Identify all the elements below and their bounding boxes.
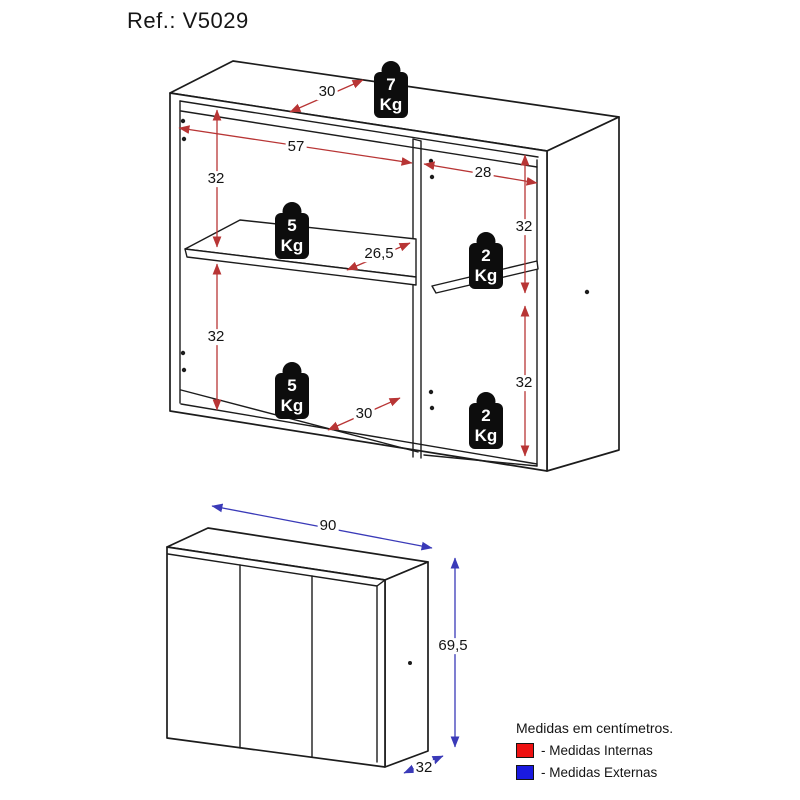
dim-label-ext-depth: 32 [413, 759, 435, 777]
legend-item-label: - Medidas Externas [541, 765, 658, 780]
weight-value: 5 [287, 216, 297, 235]
dim-label-top-depth: 30 [316, 83, 338, 101]
dim-label-left-width: 57 [285, 138, 307, 156]
cabinet-right-face [546, 116, 620, 472]
weight-icon-right-bottom: 2 Kg [469, 403, 503, 449]
weight-value: 2 [481, 246, 491, 265]
weight-value: 5 [287, 376, 297, 395]
dim-label-ext-height: 69,5 [436, 637, 470, 655]
weight-unit: Kg [379, 95, 403, 114]
legend-item-external: - Medidas Externas [516, 765, 673, 780]
dim-label-right-top-height: 32 [513, 218, 535, 236]
dim-label-left-bot-height: 32 [205, 328, 227, 346]
weight-unit: Kg [474, 426, 498, 445]
ext-right-face [384, 561, 429, 768]
weight-value: 2 [481, 406, 491, 425]
dim-label-bottom-depth: 30 [353, 405, 375, 423]
weight-icon-bottom-left: 5 Kg [275, 373, 309, 419]
dim-label-left-top-height: 32 [205, 170, 227, 188]
door-hole [408, 661, 412, 665]
weight-unit: Kg [474, 266, 498, 285]
internal-color-swatch [516, 743, 534, 758]
dim-label-ext-width: 90 [317, 517, 339, 535]
weight-unit: Kg [280, 236, 304, 255]
ext-front-face [166, 546, 386, 768]
weight-icon-top: 7 Kg [374, 72, 408, 118]
internal-view-cabinet [169, 60, 620, 472]
legend-item-label: - Medidas Internas [541, 743, 653, 758]
cabinet-front-face [169, 92, 548, 472]
weight-icon-right-shelf: 2 Kg [469, 243, 503, 289]
legend: Medidas em centímetros. - Medidas Intern… [516, 720, 673, 787]
weight-value: 7 [386, 75, 396, 94]
legend-title: Medidas em centímetros. [516, 720, 674, 736]
page-title: Ref.: V5029 [127, 8, 249, 33]
external-view-cabinet [166, 527, 429, 768]
weight-unit: Kg [280, 396, 304, 415]
dim-label-right-bot-height: 32 [513, 374, 535, 392]
dim-label-right-width: 28 [472, 164, 494, 182]
external-color-swatch [516, 765, 534, 780]
center-divider [412, 138, 422, 459]
door-lines [167, 553, 386, 763]
legend-item-internal: - Medidas Internas [516, 743, 673, 758]
weight-icon-middle-shelf: 5 Kg [275, 213, 309, 259]
left-shelf-thickness [184, 248, 417, 286]
dim-label-shelf-depth: 26,5 [362, 245, 396, 263]
